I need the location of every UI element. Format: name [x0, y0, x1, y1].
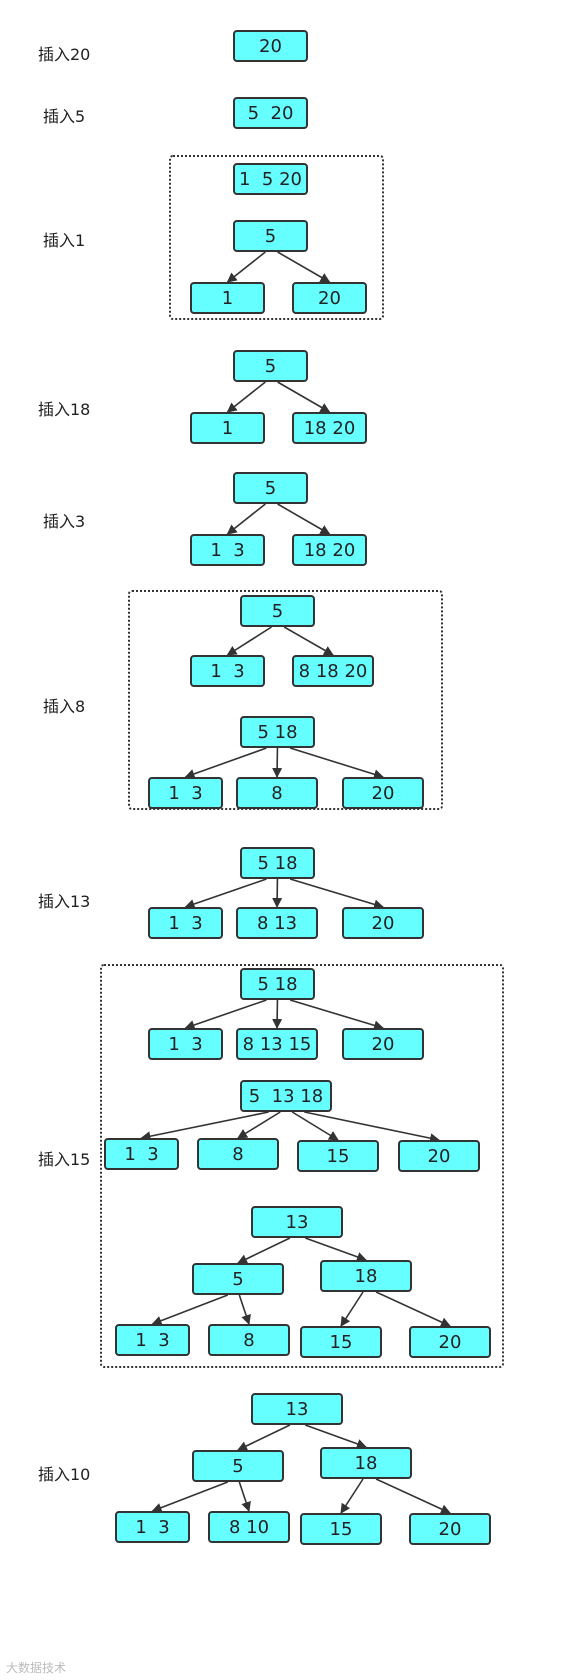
- tree-edge-arrow: [375, 1291, 451, 1327]
- tree-node: 5 18: [240, 847, 315, 879]
- tree-node: 20: [342, 1028, 424, 1060]
- tree-node: 1: [190, 412, 265, 444]
- step-group-frame: [128, 590, 443, 810]
- tree-node: 5 13 18: [240, 1080, 332, 1112]
- tree-edge-arrow: [277, 251, 331, 283]
- tree-edge-arrow: [238, 1294, 251, 1325]
- tree-node: 20: [398, 1140, 480, 1172]
- step-group-frame: [169, 155, 384, 320]
- tree-node: 5 18: [240, 716, 315, 748]
- tree-edge-arrow: [237, 1237, 291, 1264]
- tree-node: 8 13 15: [236, 1028, 318, 1060]
- tree-node: 1 3: [148, 907, 223, 939]
- tree-node: 5 18: [240, 968, 315, 1000]
- tree-node: 1: [190, 282, 265, 314]
- tree-node: 8: [197, 1138, 279, 1170]
- tree-edge-arrow: [140, 1111, 269, 1142]
- tree-node: 20: [292, 282, 367, 314]
- step-label: 插入15: [38, 1150, 91, 1169]
- step-label: 插入1: [43, 231, 86, 250]
- tree-edge-arrow: [291, 1111, 339, 1141]
- tree-node: 13: [251, 1393, 343, 1425]
- tree-node: 5: [192, 1263, 284, 1295]
- tree-node: 5: [233, 472, 308, 504]
- tree-node: 1 3: [104, 1138, 179, 1170]
- tree-edge-arrow: [226, 626, 272, 656]
- tree-node: 20: [342, 907, 424, 939]
- tree-node: 1 3: [148, 1028, 223, 1060]
- tree-node: 13: [251, 1206, 343, 1238]
- step-label: 插入18: [38, 400, 91, 419]
- tree-edge-arrow: [151, 1294, 229, 1326]
- tree-edge-arrow: [340, 1478, 364, 1514]
- tree-node: 8 10: [208, 1511, 290, 1543]
- tree-edge-arrow: [184, 747, 267, 779]
- tree-node: 5 20: [233, 97, 308, 129]
- tree-node: 1 3: [190, 534, 265, 566]
- tree-node: 1 3: [190, 655, 265, 687]
- tree-node: 15: [297, 1140, 379, 1172]
- tree-edge-arrow: [289, 747, 384, 780]
- tree-node: 1 3: [148, 777, 223, 809]
- tree-node: 8 13: [236, 907, 318, 939]
- tree-edge-arrow: [237, 1424, 291, 1451]
- tree-edge-arrow: [151, 1481, 229, 1513]
- step-group-frame: [100, 964, 504, 1368]
- step-label: 插入3: [43, 512, 86, 531]
- tree-edge-arrow: [340, 1291, 364, 1327]
- step-label: 插入8: [43, 697, 86, 716]
- tree-node: 8: [236, 777, 318, 809]
- tree-edge-arrow: [305, 1237, 367, 1262]
- tree-edge-arrow: [375, 1478, 451, 1514]
- tree-node: 5: [192, 1450, 284, 1482]
- tree-edge-arrow: [226, 381, 266, 413]
- tree-node: 20: [233, 30, 308, 62]
- tree-node: 20: [409, 1326, 491, 1358]
- tree-edge-arrow: [184, 999, 267, 1030]
- tree-node: 1 3: [115, 1511, 190, 1543]
- tree-edge-arrow: [277, 381, 331, 413]
- step-label: 插入10: [38, 1465, 91, 1484]
- tree-node: 15: [300, 1513, 382, 1545]
- tree-edge-arrow: [304, 1111, 440, 1144]
- tree-node: 5: [233, 350, 308, 382]
- step-label: 插入20: [38, 45, 91, 64]
- tree-node: 8 18 20: [292, 655, 374, 687]
- tree-edge-arrow: [238, 1481, 251, 1512]
- tree-node: 20: [409, 1513, 491, 1545]
- tree-node: 18 20: [292, 412, 367, 444]
- tree-edge-arrow: [184, 878, 267, 909]
- tree-edge-arrow: [277, 503, 331, 535]
- watermark: 大数据技术: [6, 1661, 67, 1675]
- tree-edge-arrow: [283, 626, 334, 656]
- tree-node: 15: [300, 1326, 382, 1358]
- tree-node: 18: [320, 1447, 412, 1479]
- tree-node: 8: [208, 1324, 290, 1356]
- tree-edge-arrow: [289, 999, 384, 1031]
- tree-node: 5: [240, 595, 315, 627]
- step-label: 插入5: [43, 107, 86, 126]
- tree-node: 1 5 20: [233, 163, 308, 195]
- tree-node: 18: [320, 1260, 412, 1292]
- tree-node: 1 3: [115, 1324, 190, 1356]
- step-label: 插入13: [38, 892, 91, 911]
- tree-node: 5: [233, 220, 308, 252]
- tree-node: 18 20: [292, 534, 367, 566]
- tree-edge-arrow: [226, 251, 266, 283]
- tree-edge-arrow: [226, 503, 266, 535]
- tree-edge-arrow: [305, 1424, 367, 1449]
- tree-edge-arrow: [289, 878, 384, 910]
- tree-node: 20: [342, 777, 424, 809]
- tree-edge-arrow: [237, 1111, 281, 1139]
